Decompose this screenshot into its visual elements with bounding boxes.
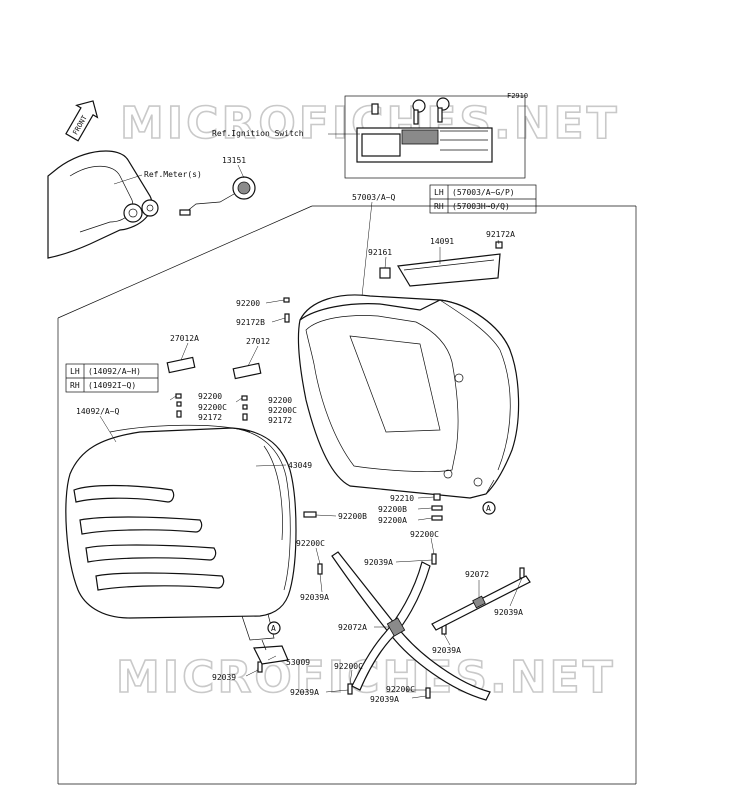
part-92210: 92210: [390, 494, 414, 503]
strap-92072A: [331, 551, 491, 701]
part-92200C-d: 92200C: [296, 539, 325, 548]
part-92200C-c: 92200C: [410, 530, 439, 539]
table-left-value-0: (14092/A~H): [88, 367, 141, 376]
part-92172A: 92172A: [486, 230, 515, 239]
part-92039A-b: 92039A: [300, 593, 329, 602]
part-92039: 92039: [212, 673, 236, 682]
part-27012A: 27012A: [170, 334, 199, 343]
table-top-value-0: (57003/A~G/P): [452, 188, 515, 197]
saddlebag-lid: [65, 427, 297, 641]
small-screw: [371, 103, 379, 115]
bracket-27012: [232, 362, 262, 380]
table-top-side-1: RH: [434, 202, 444, 211]
part-92172-b: 92172: [268, 416, 292, 425]
part-92072: 92072: [465, 570, 489, 579]
part-92039A-d: 92039A: [432, 646, 461, 655]
table-left-side-0: LH: [70, 367, 80, 376]
part-92172-a: 92172: [198, 413, 222, 422]
gasket-43049: [109, 424, 251, 433]
part-92200B: 92200B: [378, 505, 407, 514]
ignition-switch-unit: [356, 127, 493, 163]
part-92039A-a: 92039A: [364, 558, 393, 567]
bracket-53009: [253, 639, 289, 665]
strap-92072: [431, 575, 531, 631]
key-icon: [412, 97, 450, 125]
assembly-frame: [57, 205, 637, 785]
part-53009: 53009: [286, 658, 310, 667]
part-57003: 57003/A~Q: [352, 193, 396, 202]
part-92072A: 92072A: [338, 623, 367, 632]
part-92200-b: 92200: [198, 392, 222, 401]
part-92200-c: 92200: [268, 396, 292, 405]
nut-92161: [379, 267, 391, 279]
ref-ignition-switch-label: Ref.Ignition Switch: [212, 129, 304, 138]
part-14092: 14092/A~Q: [76, 407, 120, 416]
front-arrow-icon: FRONT: [65, 100, 99, 142]
part-92172B: 92172B: [236, 318, 265, 327]
meter-reference: [47, 150, 159, 259]
accessory-socket: [179, 176, 256, 216]
part-92200C-b: 92200C: [268, 406, 297, 415]
part-92200C-f: 92200C: [386, 685, 415, 694]
callout-a-bottom: A: [267, 621, 281, 635]
bracket-27012A: [166, 356, 196, 374]
part-92161: 92161: [368, 248, 392, 257]
part-labels: 57003/A~Q 92161 14091 92172A 92200 92172…: [76, 193, 523, 704]
table-left: LH (14092/A~H) RH (14092I~Q): [65, 363, 159, 393]
table-left-side-1: RH: [70, 381, 80, 390]
callout-a-right-text: A: [486, 504, 491, 513]
part-92200A: 92200A: [378, 516, 407, 525]
saddlebag-body: [297, 294, 520, 499]
part-92200C-a: 92200C: [198, 403, 227, 412]
ignition-switch-reference: [328, 95, 526, 179]
table-top-value-1: (57003H~O/Q): [452, 202, 510, 211]
part-92039A-c: 92039A: [494, 608, 523, 617]
part-92039A-f: 92039A: [370, 695, 399, 704]
ref-meter-label: Ref.Meter(s): [144, 170, 202, 179]
part-92039A-e: 92039A: [290, 688, 319, 697]
part-92200C-e: 92200C: [334, 662, 363, 671]
part-92200B-b: 92200B: [338, 512, 367, 521]
lid-stripes: [73, 484, 225, 591]
leader-lines: [99, 201, 523, 699]
part-14091: 14091: [430, 237, 454, 246]
table-top: LH (57003/A~G/P) RH (57003H~O/Q): [429, 184, 537, 214]
callout-a-bottom-text: A: [271, 624, 276, 633]
table-top-side-0: LH: [434, 188, 444, 197]
part-13151: 13151: [222, 156, 246, 165]
callout-a-right: A: [482, 501, 496, 515]
part-92200-a: 92200: [236, 299, 260, 308]
hinge-bar: [397, 241, 503, 287]
table-left-value-1: (14092I~Q): [88, 381, 136, 390]
part-27012: 27012: [246, 337, 270, 346]
part-43049: 43049: [288, 461, 312, 470]
